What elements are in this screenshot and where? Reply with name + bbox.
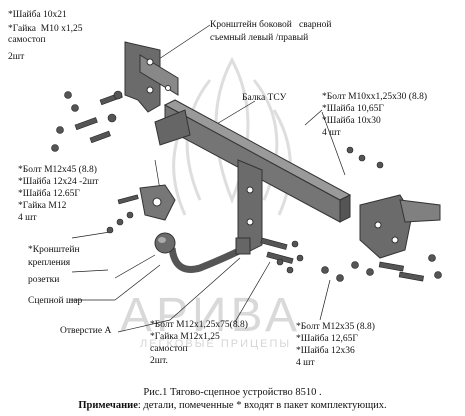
label-bolt-m12x45-3: *Шайба 12.65Г bbox=[18, 189, 80, 199]
label-beam: Балка ТСУ bbox=[242, 93, 287, 103]
label-ball: Сцепной шар bbox=[28, 296, 83, 306]
side-bracket-left bbox=[124, 41, 179, 113]
note-text: : детали, помеченные * входят в пакет ко… bbox=[137, 400, 387, 411]
label-bolt-m10-2: *Шайба 10,65Г bbox=[322, 104, 384, 114]
label-bolt-m12x35-3: *Шайба 12х36 bbox=[296, 346, 355, 356]
label-bolt-m12x35-2: *Шайба 12,65Г bbox=[296, 334, 358, 344]
label-socket-bracket-2: крепления bbox=[28, 258, 71, 268]
label-bolt-m12x35-4: 4 шт bbox=[296, 358, 315, 368]
label-bolt-m12x45-4: *Гайка М12 bbox=[18, 201, 67, 211]
label-socket-bracket-1: *Кронштейн bbox=[28, 245, 80, 255]
figure-note: Примечание: детали, помеченные * входят … bbox=[0, 399, 465, 412]
label-nut-m10: *Гайка М10 х1,25 bbox=[8, 24, 83, 34]
exploded-drawing bbox=[51, 24, 442, 333]
label-bolt-m10-4: 4 шт bbox=[322, 128, 341, 138]
side-bracket-right bbox=[359, 194, 441, 259]
bolts-right bbox=[321, 146, 442, 282]
bolts-center bbox=[260, 237, 304, 274]
label-qty-2-a: 2шт bbox=[8, 52, 25, 62]
tow-ball bbox=[154, 232, 251, 273]
label-bolt-m10-3: *Шайба 10х30 bbox=[322, 116, 381, 126]
label-hole-a: Отверстие А bbox=[60, 326, 112, 336]
label-socket-bracket-3: розетки bbox=[28, 275, 60, 285]
socket-bracket bbox=[139, 184, 176, 221]
label-bolt-m12x35-1: *Болт М12х35 (8.8) bbox=[296, 322, 375, 332]
watermark-brand: АРИВА bbox=[120, 289, 301, 342]
leader-lines bbox=[70, 24, 346, 333]
label-bolt-m12x45-2: *Шайба 12х24 -2шт bbox=[18, 177, 99, 187]
ball-mount-plate bbox=[237, 159, 263, 253]
note-label: Примечание bbox=[78, 400, 138, 411]
label-bracket-side-1: Кронштейн боковой сварной bbox=[210, 20, 332, 30]
bolts-upper-left bbox=[51, 90, 123, 152]
figure-caption: Рис.1 Тягово-сцепное устройство 8510 . bbox=[143, 387, 322, 398]
label-bolt-m12x75-1: *Болт М12х1,25х75(8.8) bbox=[150, 320, 248, 330]
label-bolt-m12x45-5: 4 шт bbox=[18, 213, 37, 223]
label-bolt-m12x75-3: самостоп bbox=[150, 344, 188, 354]
label-bolt-m10-1: *Болт М10хх1,25х30 (8.8) bbox=[322, 92, 427, 102]
label-nut-m10-lock: самостоп bbox=[8, 35, 46, 45]
label-bolt-m12x75-2: *Гайка М12х1,25 bbox=[150, 332, 220, 342]
bolts-left-lower bbox=[106, 194, 139, 234]
label-bracket-side-2: съемный левый /правый bbox=[210, 33, 309, 43]
label-washer-10x21: *Шайба 10х21 bbox=[8, 10, 67, 20]
label-bolt-m12x75-4: 2шт. bbox=[150, 356, 168, 366]
tow-beam bbox=[154, 99, 352, 223]
label-bolt-m12x45-1: *Болт М12х45 (8.8) bbox=[18, 165, 97, 175]
watermark-slogan: ЛЕГКОВЫЕ ПРИЦЕПЫ bbox=[140, 338, 292, 350]
